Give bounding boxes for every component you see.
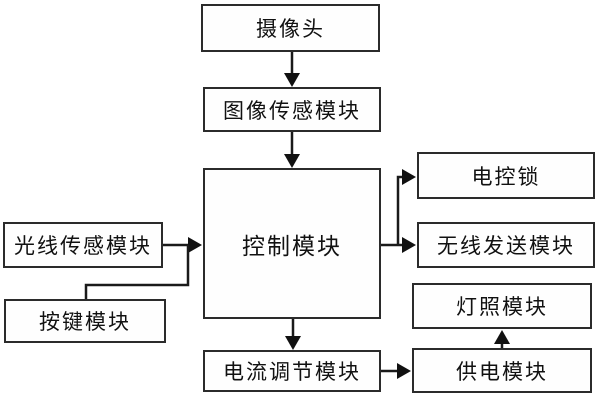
arrow-control-to-current — [285, 319, 301, 350]
node-electric-lock: 电控锁 — [417, 152, 595, 199]
arrow-power-to-lighting — [494, 330, 510, 348]
node-light-sensor-module: 光线传感模块 — [3, 222, 163, 268]
arrow-control-to-electric-lock — [396, 169, 416, 245]
arrow-image-sensor-to-control — [284, 132, 300, 168]
node-lighting-module: 灯照模块 — [412, 283, 592, 329]
arrow-current-to-power — [381, 363, 411, 379]
node-image-sensor-module: 图像传感模块 — [203, 87, 381, 132]
node-power-supply-module: 供电模块 — [412, 348, 592, 393]
node-button-module: 按键模块 — [4, 299, 166, 343]
connector-button-to-control — [84, 245, 190, 299]
arrow-light-sensor-to-control — [163, 237, 202, 253]
node-control-module: 控制模块 — [203, 168, 381, 319]
node-wireless-send-module: 无线发送模块 — [417, 222, 595, 268]
node-current-regulation-module: 电流调节模块 — [203, 350, 381, 392]
node-camera: 摄像头 — [201, 4, 380, 52]
arrow-camera-to-image-sensor — [284, 52, 300, 87]
